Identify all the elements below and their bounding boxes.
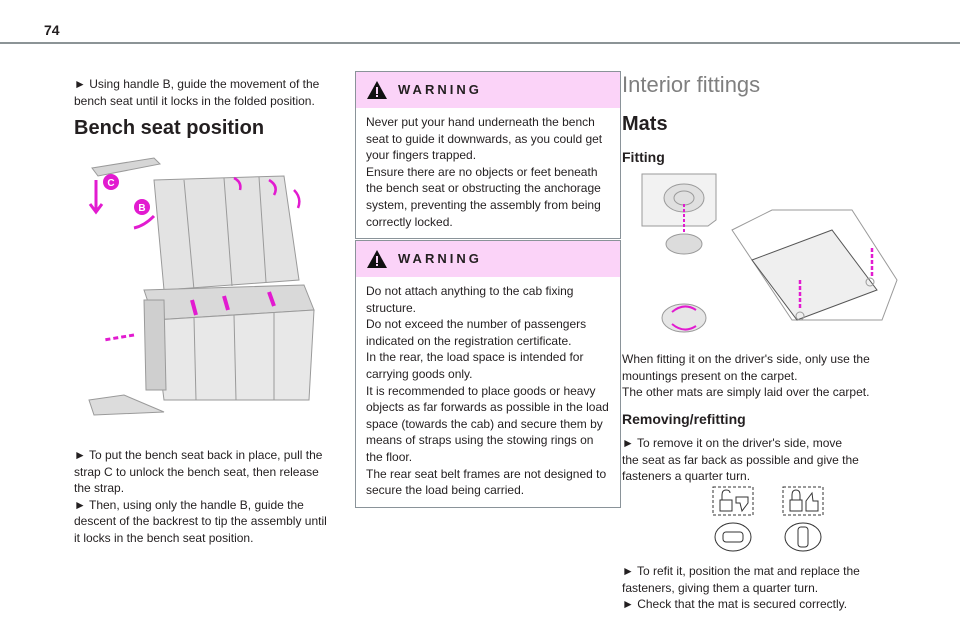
section-heading: Bench seat position <box>74 117 265 139</box>
text-line: the strap. <box>74 481 125 496</box>
warning-triangle-icon <box>367 81 387 99</box>
chapter-title: Interior fittings <box>622 72 761 97</box>
text-line: space (towards the cab) and secure them … <box>366 416 603 431</box>
text-line: mountings present on the carpet. <box>622 368 798 383</box>
header-divider <box>0 42 960 44</box>
text-line: It is recommended to place goods or heav… <box>366 383 596 398</box>
subsection-heading: Fitting <box>622 149 665 165</box>
refit-text: ► To refit it, position the mat and repl… <box>622 563 902 613</box>
text-line: fasteners, giving them a quarter turn. <box>622 580 819 595</box>
text-line: means of straps using the stowing rings … <box>366 433 594 448</box>
warning-header: WARNING <box>356 72 620 108</box>
subsection-heading: Removing/refitting <box>622 411 746 427</box>
text-line: seat to guide it downwards, as you could… <box>366 131 603 146</box>
warning-box: WARNING Do not attach anything to the ca… <box>355 240 621 508</box>
text-line: objects as far forwards as possible in t… <box>366 400 609 415</box>
text-line: ► To remove it on the driver's side, mov… <box>622 436 843 450</box>
text-line: descent of the backrest to tip the assem… <box>74 514 327 529</box>
text-line: Never put your hand underneath the bench <box>366 115 595 129</box>
text-line: structure. <box>366 300 417 315</box>
warning-header: WARNING <box>356 241 620 277</box>
text-line: fasteners a quarter turn. <box>622 469 751 484</box>
text-line: ► Check that the mat is secured correctl… <box>622 597 848 612</box>
text-line: carrying goods only. <box>366 366 473 381</box>
warning-box: WARNING Never put your hand underneath t… <box>355 71 621 240</box>
text-line: ► Then, using only the handle B, guide t… <box>74 497 304 512</box>
text-line: your fingers trapped. <box>366 148 477 163</box>
mat-fitting-illustration <box>641 173 898 333</box>
page-number: 74 <box>44 22 60 38</box>
label-c: C <box>107 178 114 189</box>
fastener-locked-icon <box>784 522 822 552</box>
text-line: correctly locked. <box>366 214 453 229</box>
text-line: Do not exceed the number of passengers <box>366 317 587 332</box>
text-line: the bench seat or obstructing the anchor… <box>366 181 601 196</box>
label-b: B <box>138 203 145 214</box>
text-line: secure the load being carried. <box>366 483 525 498</box>
fastener-unlocked-icon <box>714 522 752 552</box>
text-line: strap C to unlock the bench seat, then r… <box>74 464 319 479</box>
text-line: Ensure there are no objects or feet bene… <box>366 164 598 179</box>
text-line: When fitting it on the driver's side, on… <box>622 352 870 366</box>
text-line: the floor. <box>366 449 413 464</box>
text-line: ► Using handle B, guide the movement of … <box>74 77 320 91</box>
unlock-icon <box>712 486 754 516</box>
steps-text: ► To put the bench seat back in place, p… <box>74 447 344 547</box>
text-line: system, preventing the assembly from bei… <box>366 197 601 212</box>
text-line: the seat as far back as possible and giv… <box>622 452 859 467</box>
text-line: Do not attach anything to the cab fixing <box>366 284 574 298</box>
text-line: ► To put the bench seat back in place, p… <box>74 448 323 462</box>
warning-triangle-icon <box>367 250 387 268</box>
warning-title: WARNING <box>398 81 482 97</box>
text-line: bench seat until it locks in the folded … <box>74 93 315 108</box>
removing-text: ► To remove it on the driver's side, mov… <box>622 435 902 485</box>
text-line: The other mats are simply laid over the … <box>622 385 870 400</box>
text-line: The rear seat belt frames are not design… <box>366 466 607 481</box>
thumbs-down-icon <box>735 496 749 513</box>
section-heading: Mats <box>622 113 668 135</box>
lock-icon <box>782 486 824 516</box>
intro-text: ► Using handle B, guide the movement of … <box>74 76 344 109</box>
text-line: it locks in the bench seat position. <box>74 530 254 545</box>
bench-seat-illustration: C B <box>88 157 315 416</box>
text-line: indicated on the registration certificat… <box>366 333 572 348</box>
thumbs-up-icon <box>805 491 819 512</box>
warning-title: WARNING <box>398 250 482 266</box>
fastener-lock-diagram <box>712 486 824 552</box>
text-line: In the rear, the load space is intended … <box>366 350 584 365</box>
fitting-text: When fitting it on the driver's side, on… <box>622 351 902 401</box>
text-line: ► To refit it, position the mat and repl… <box>622 564 860 578</box>
